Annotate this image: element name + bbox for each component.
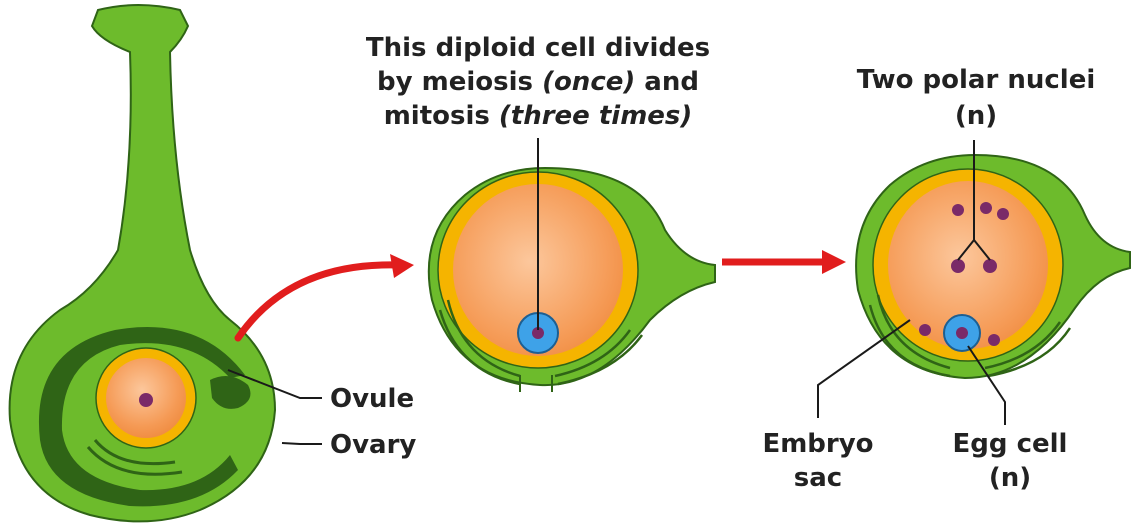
antipodal-cell-3 (997, 208, 1009, 220)
egg-cell-ploidy: (n) (989, 463, 1031, 493)
polar-nuclei-ploidy: (n) (955, 101, 997, 131)
egg-cell-label: Egg cell (953, 429, 1068, 459)
arrow-to-embryo-sac-stage (722, 250, 846, 274)
synergid-left (919, 324, 931, 336)
pistil-cell-nucleus (139, 393, 153, 407)
pistil (10, 5, 275, 521)
meiosis-note-line1: This diploid cell divides (366, 33, 710, 63)
polar-nuclei-label: Two polar nuclei (857, 65, 1096, 95)
ovule-label: Ovule (330, 384, 414, 414)
meiosis-note-line3: mitosis (three times) (384, 101, 693, 131)
meiosis-note-line2: by meiosis (once) and (377, 67, 699, 97)
ovule-embryo-sac (856, 155, 1130, 378)
embryo-sac-label-line2: sac (794, 463, 842, 493)
synergid-right (988, 334, 1000, 346)
polar-nucleus-right (983, 259, 997, 273)
arrow-to-megaspore-stage (238, 254, 414, 338)
embryo-sac-label: Embryo (762, 429, 873, 459)
ovary-leader (282, 443, 322, 444)
ovary-label: Ovary (330, 430, 416, 460)
egg-cell-nucleus (956, 327, 968, 339)
antipodal-cell-2 (980, 202, 992, 214)
ovule-megaspore-mother-cell (429, 168, 715, 392)
polar-nucleus-left (951, 259, 965, 273)
antipodal-cell-1 (952, 204, 964, 216)
